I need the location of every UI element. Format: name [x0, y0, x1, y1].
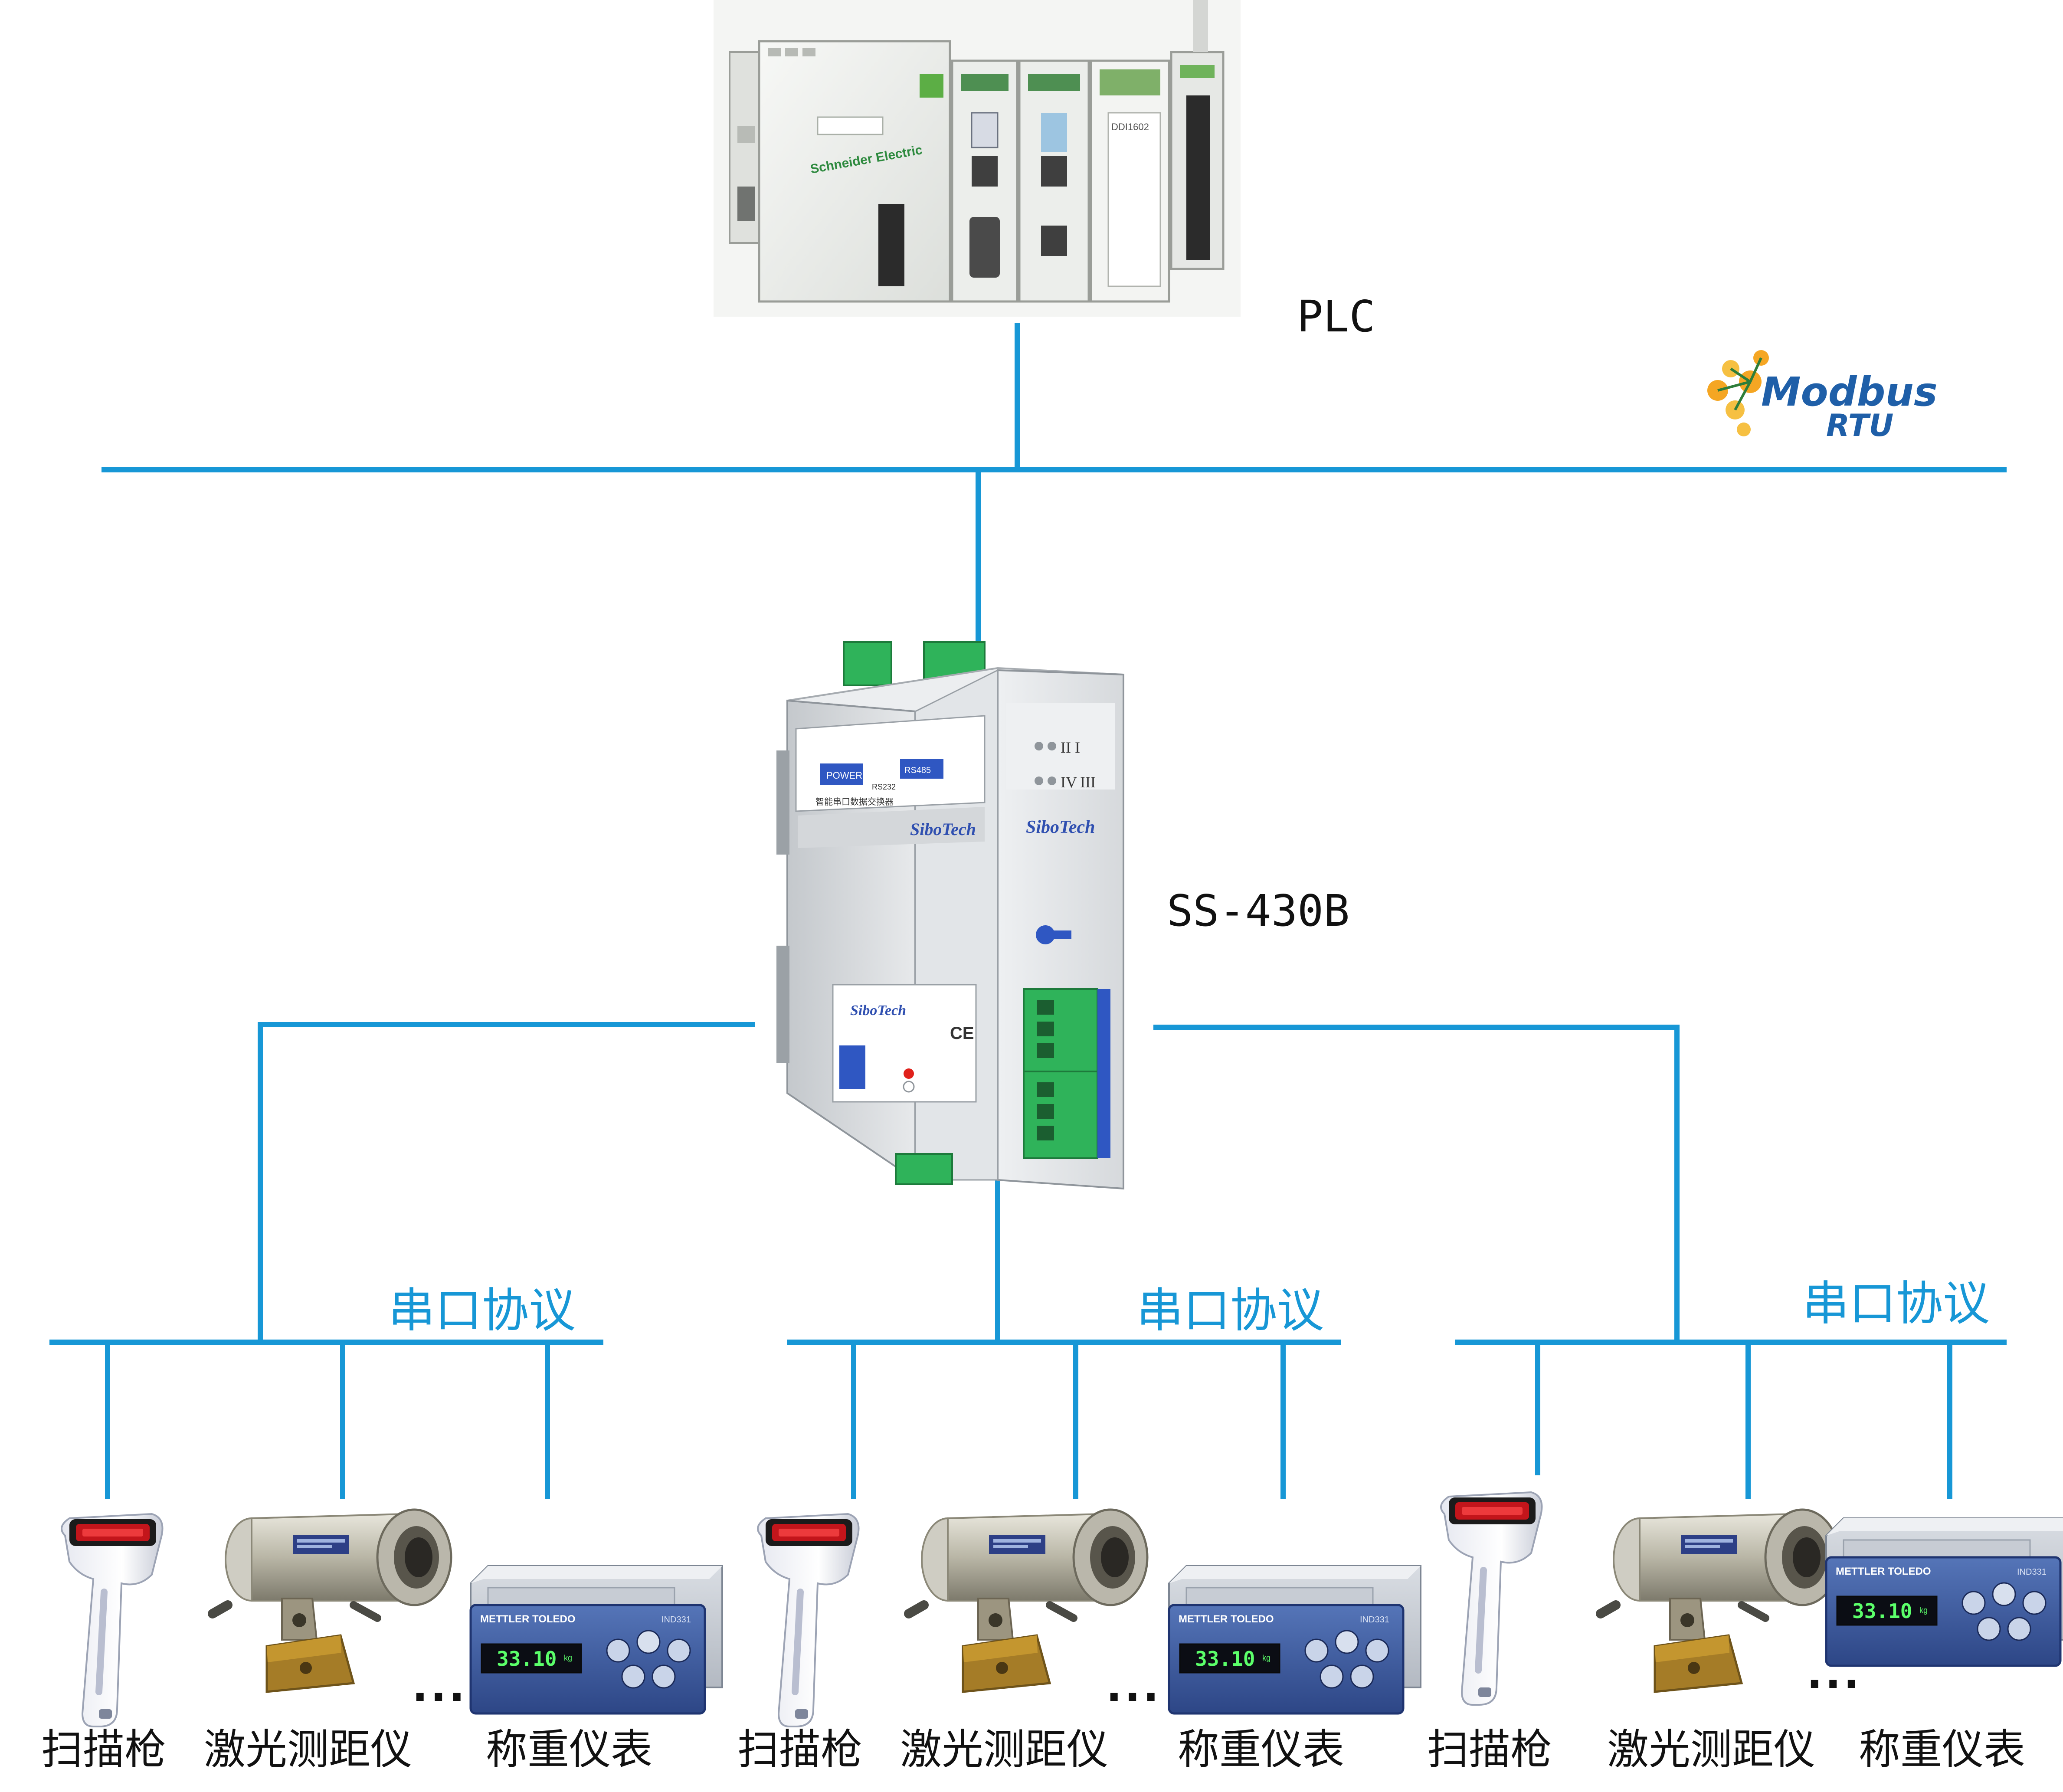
modbus-logo-name: Modbus — [1761, 369, 1938, 415]
barcode-scanner-icon — [62, 1514, 163, 1726]
gateway-model-label: SS-430B — [1167, 885, 1350, 936]
device-label: 激光测距仪 — [900, 1725, 1108, 1774]
barcode-scanner-icon — [758, 1514, 859, 1726]
laser-rangefinder-icon — [1601, 1510, 1839, 1692]
more-devices-ellipsis: ... — [1106, 1662, 1162, 1711]
gateway-brand-front: SiboTech — [1026, 817, 1095, 837]
plc-label: PLC — [1297, 291, 1375, 342]
gateway-led-label-1: I — [1075, 739, 1080, 756]
plc-icon: Schneider Electric DDI1602 — [714, 0, 1241, 317]
more-devices-ellipsis: ... — [412, 1662, 468, 1711]
gateway-rs485-label: RS485 — [904, 766, 931, 775]
branch-2-devices — [758, 1510, 1421, 1726]
device-label: 激光测距仪 — [1607, 1725, 1815, 1774]
gateway-rs232-label: RS232 — [872, 783, 896, 791]
modbus-rtu-logo-icon: Modbus RTU — [1707, 350, 1938, 443]
more-devices-ellipsis: ... — [1807, 1649, 1862, 1698]
protocol-label-1: 串口协议 — [388, 1284, 576, 1338]
gateway-product-name: 智能串口数据交换器 — [815, 796, 894, 807]
device-label: 激光测距仪 — [204, 1725, 412, 1774]
weighing-indicator-icon — [471, 1566, 722, 1713]
gateway-left-line — [258, 1022, 755, 1345]
gateway-brand-label: SiboTech — [850, 1002, 906, 1019]
gateway-led-label-2: II — [1061, 739, 1071, 756]
branch-3-devices — [1441, 1492, 2063, 1705]
weighing-indicator-icon — [1169, 1566, 1421, 1713]
device-label: 称重仪表 — [1178, 1725, 1344, 1774]
bus-lines — [49, 323, 2007, 1499]
branch-1-devices — [62, 1510, 722, 1726]
gateway-right-line — [1153, 1025, 1680, 1345]
device-label: 称重仪表 — [1859, 1725, 2025, 1774]
modbus-logo-sub: RTU — [1826, 408, 1893, 443]
gateway-power-label: POWER — [826, 770, 862, 781]
protocol-label-3: 串口协议 — [1802, 1277, 1990, 1331]
protocol-label-2: 串口协议 — [1136, 1284, 1324, 1338]
gateway-ce-mark: CE — [950, 1024, 974, 1043]
weighing-indicator-icon — [1826, 1518, 2063, 1666]
plc-module-text: DDI1602 — [1111, 121, 1149, 132]
device-label: 扫描枪 — [737, 1725, 862, 1774]
barcode-scanner-icon — [1441, 1492, 1542, 1705]
gateway-led-label-4: IV — [1061, 773, 1077, 791]
device-label: 扫描枪 — [1427, 1725, 1552, 1774]
gateway-led-label-3: III — [1080, 773, 1096, 791]
device-label: 称重仪表 — [486, 1725, 652, 1774]
device-label: 扫描枪 — [41, 1725, 166, 1774]
gateway-brand-side: SiboTech — [910, 819, 976, 839]
gateway-device-icon: POWER RS485 RS232 智能串口数据交换器 SiboTech II … — [776, 641, 1124, 1190]
